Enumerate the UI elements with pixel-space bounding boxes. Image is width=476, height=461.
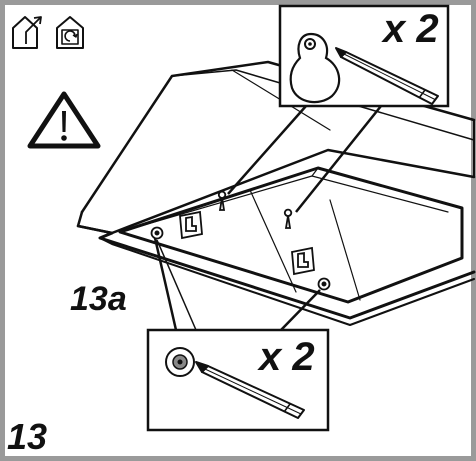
hook-bracket-right-tab [297, 251, 309, 268]
screw-hole-left-center [154, 230, 160, 236]
hood-rim-front-inner [99, 237, 475, 326]
pencil-icon-bottom [195, 361, 305, 419]
house-recirculation-icon [56, 16, 84, 49]
pencil-icon [335, 47, 439, 105]
bottom-callout-leader-left-1 [153, 237, 178, 331]
inner-fold-right [311, 175, 449, 213]
hood-underside-opening [118, 166, 464, 304]
screw-hole-right [317, 277, 331, 291]
screw-hole-left [150, 226, 164, 240]
hook-bracket-left-tab [185, 215, 197, 232]
keyhole-slot-right [284, 208, 293, 229]
hood-rim-front [98, 231, 476, 320]
keyhole-plate-dot [308, 42, 312, 46]
bottom-callout [146, 237, 330, 432]
sub-step-label: 13a [70, 280, 127, 318]
keyhole-slots [218, 190, 293, 229]
screw-hole-magnified-center [177, 359, 183, 365]
screw-hole-right-center [321, 281, 327, 287]
inner-fold-front [329, 199, 361, 301]
bottom-quantity-label: x 2 [259, 335, 315, 379]
bottom-callout-leader-right [280, 289, 321, 331]
keyhole-slot-left [218, 190, 227, 211]
hood-ridge-line [171, 69, 475, 141]
top-callout-leader-left [227, 105, 307, 195]
bottom-callout-leader-left-2 [156, 239, 197, 331]
warning-triangle-icon [27, 91, 101, 149]
house-exhaust-icon [12, 16, 42, 49]
step-number: 13 [7, 416, 48, 457]
screw-holes [150, 226, 331, 291]
hook-brackets [179, 210, 315, 276]
top-callout-leader-right [295, 105, 382, 213]
hood-rim-back [76, 148, 476, 235]
keyhole-plate-icon [289, 32, 341, 104]
top-quantity-label: x 2 [383, 7, 439, 51]
top-callout [227, 4, 450, 213]
inner-fold-mid [249, 189, 297, 293]
